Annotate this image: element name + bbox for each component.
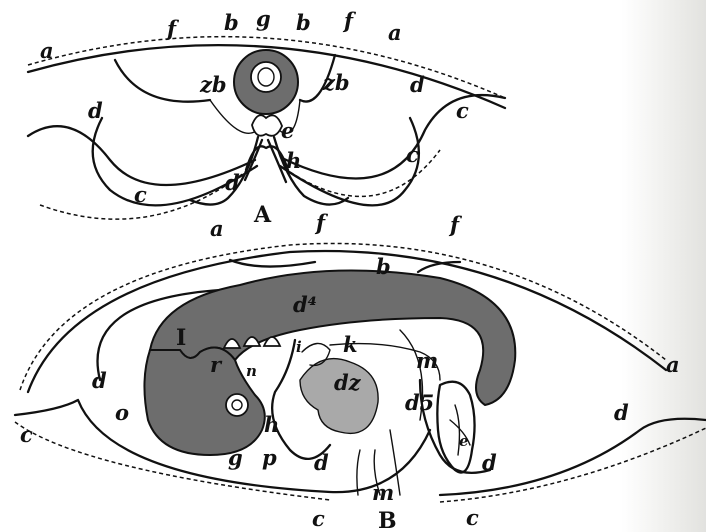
label-f-right-a: f	[342, 8, 357, 33]
label-c-right-a: c	[456, 98, 469, 123]
label-d-right-a: d	[410, 72, 425, 97]
label-d5-b: d5	[405, 390, 434, 415]
label-d-left-a: d	[88, 98, 103, 123]
label-d-tail-b: d	[482, 450, 497, 475]
label-h-a: h	[286, 148, 301, 173]
label-zb-left-a: zb	[199, 72, 227, 97]
label-c-bottom-a: c	[134, 182, 147, 207]
label-i-b: i	[296, 338, 302, 356]
label-m-top-b: m	[416, 348, 438, 373]
inner-fold-right-a	[282, 95, 505, 178]
label-c-left-b: c	[20, 422, 33, 447]
panel-b-diagram: a f f b d⁴ I i k m a r n dz d o d5 d h c…	[15, 210, 706, 532]
label-b-left-a: b	[224, 10, 239, 35]
label-h-b: h	[264, 412, 279, 437]
label-f-right-b: f	[448, 212, 463, 237]
label-a-right-b: a	[666, 352, 680, 377]
fold-f-left-b	[230, 260, 315, 267]
label-e-b: e	[459, 432, 469, 450]
label-n-b: n	[246, 362, 257, 380]
label-m-bottom-b: m	[372, 480, 394, 505]
label-e-a: e	[281, 118, 294, 143]
branchial-arches-r-b	[224, 337, 280, 348]
caption-b: B	[378, 508, 397, 532]
label-c-bottom-b: c	[312, 506, 325, 531]
label-I-b: I	[176, 325, 186, 351]
label-zb-right-a: zb	[322, 70, 350, 95]
label-f-left-b: f	[314, 210, 329, 235]
canal-g-a	[251, 62, 281, 92]
label-c-right-b: c	[466, 505, 479, 530]
fold-f-left-a	[115, 60, 210, 102]
label-c-mid-a: c	[406, 142, 419, 167]
inner-fold-left-a	[28, 126, 255, 185]
label-d-left-b: d	[92, 368, 107, 393]
label-d-mid-b: d	[314, 450, 329, 475]
fold-f-right-b	[418, 262, 460, 272]
label-d-bottom-a: d	[225, 170, 240, 195]
label-b-b: b	[376, 254, 391, 279]
caption-a: A	[253, 202, 272, 228]
notochord-e-a	[252, 115, 282, 136]
eye-g-b	[226, 394, 248, 416]
amnion-bottom-right-b	[440, 419, 706, 495]
label-r-b: r	[210, 352, 223, 377]
label-g-a: g	[256, 6, 271, 31]
label-f-left-a: f	[165, 16, 180, 41]
label-p-b: p	[262, 445, 277, 470]
panel-a-diagram: a f b g b f a zb zb d c d e h c d c A	[28, 6, 505, 228]
label-d4-b: d⁴	[293, 292, 317, 317]
label-b-right-a: b	[296, 10, 311, 35]
label-dz-b: dz	[334, 370, 362, 395]
label-a-left-b: a	[210, 216, 224, 241]
label-a-right-a: a	[388, 20, 402, 45]
label-d-right-b: d	[614, 400, 629, 425]
label-k-b: k	[343, 332, 358, 357]
label-a-left-a: a	[40, 38, 54, 63]
label-o-b: o	[115, 400, 129, 425]
label-g-b: g	[228, 445, 243, 470]
